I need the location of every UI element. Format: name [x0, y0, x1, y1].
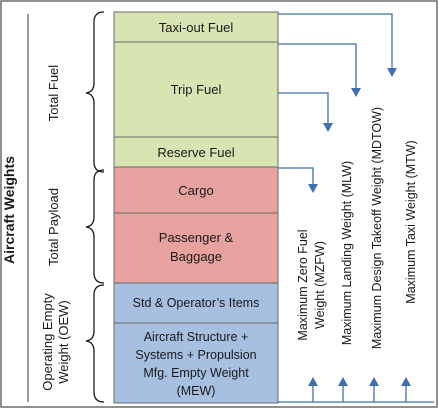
block-passenger-baggage-box — [113, 212, 279, 284]
block-trip-fuel: Trip Fuel — [113, 41, 279, 138]
connectors — [278, 13, 393, 186]
weight-label-mtw: Maximum Taxi Weight (MTW) — [404, 140, 418, 303]
arrowhead-mdtow-top — [351, 88, 361, 97]
arrowhead-mlw-top — [323, 123, 333, 132]
connector-reserve-fuel — [278, 92, 329, 125]
weight-label-mlw: Maximum Landing Weight (MLW) — [340, 161, 354, 345]
arrowhead-mzfw-top — [308, 184, 318, 193]
bottom-arrowheads — [308, 377, 411, 386]
block-std-operators-items: Std & Operator’s Items — [113, 282, 279, 324]
arrowhead-mtw-bottom — [401, 377, 411, 386]
group-label-total-payload: Total Payload — [46, 188, 61, 266]
block-aircraft-structure-line2: Systems + Propulsion — [135, 348, 256, 362]
top-arrowheads — [308, 68, 397, 193]
brace-oew — [85, 284, 105, 403]
arrowhead-mdtow-bottom — [369, 377, 379, 386]
block-cargo-box — [113, 166, 279, 214]
block-passenger-baggage-line2: Baggage — [170, 249, 222, 264]
block-aircraft-structure-box — [113, 322, 279, 404]
connector-trip-fuel — [278, 43, 357, 90]
block-reserve-fuel: Reserve Fuel — [113, 136, 279, 168]
group-label-total-fuel: Total Fuel — [46, 65, 61, 121]
connector-cargo — [278, 167, 314, 186]
block-trip-fuel-box — [113, 41, 279, 138]
block-reserve-fuel-label: Reserve Fuel — [157, 145, 234, 160]
arrowhead-mlw-bottom — [338, 377, 348, 386]
brace-total-payload — [85, 169, 105, 284]
connector-taxi-out-fuel — [278, 13, 393, 70]
block-taxi-out-fuel-label: Taxi-out Fuel — [159, 20, 234, 35]
block-aircraft-structure-line1: Aircraft Structure + — [144, 330, 249, 344]
block-std-operators-items-label: Std & Operator’s Items — [133, 296, 260, 310]
block-aircraft-structure-line3: Mfg. Empty Weight — [143, 366, 249, 380]
block-trip-fuel-label: Trip Fuel — [171, 82, 222, 97]
block-passenger-baggage: Passenger & Baggage — [113, 212, 279, 284]
block-std-operators-items-box — [113, 282, 279, 324]
block-taxi-out-fuel-box — [113, 11, 279, 43]
arrowhead-mtw-top — [387, 68, 397, 77]
arrowhead-mzfw-bottom — [308, 377, 318, 386]
brace-total-fuel — [85, 11, 105, 173]
weight-stack: Taxi-out Fuel Trip Fuel Reserve Fuel Car… — [113, 11, 279, 404]
block-taxi-out-fuel: Taxi-out Fuel — [113, 11, 279, 43]
group-label-oew-line1: Operating Empty — [40, 293, 55, 391]
bottom-arrows — [312, 384, 407, 402]
block-aircraft-structure-line4: (MEW) — [177, 384, 216, 398]
weight-label-mzfw-line2: Weight (MZFW) — [313, 241, 327, 329]
side-title: Aircraft Weights — [1, 156, 17, 264]
block-aircraft-structure: Aircraft Structure + Systems + Propulsio… — [113, 322, 279, 404]
weight-label-mdtow: Maximum Design Takeoff Weight (MDTOW) — [370, 107, 384, 349]
block-reserve-fuel-box — [113, 136, 279, 168]
block-cargo: Cargo — [113, 166, 279, 214]
block-cargo-label: Cargo — [178, 183, 213, 198]
weight-label-mzfw-line1: Maximum Zero Fuel — [296, 229, 310, 340]
block-passenger-baggage-line1: Passenger & — [159, 230, 234, 245]
group-label-oew-line2: Weight (OEW) — [56, 300, 71, 384]
